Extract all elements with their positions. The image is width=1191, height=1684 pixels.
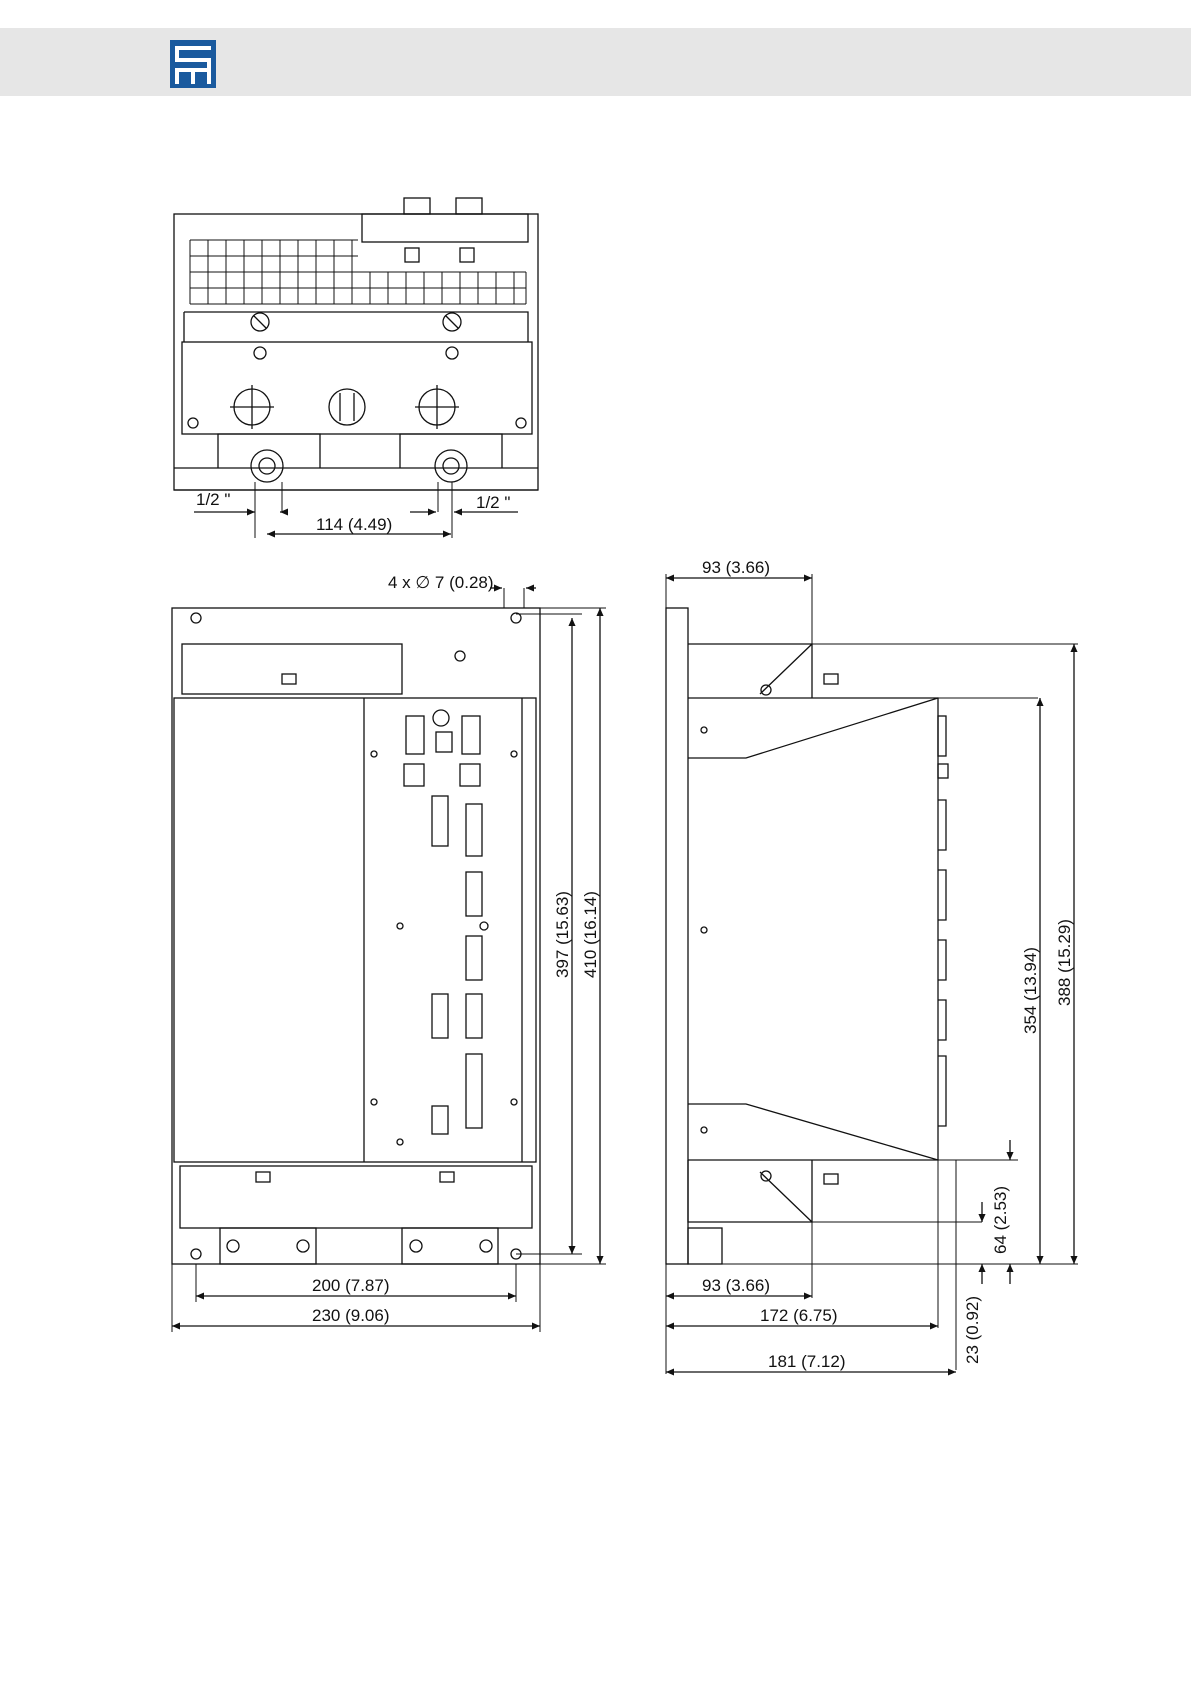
side-depth-total: 181 (7.12) (768, 1352, 846, 1371)
top-label-right: 1/2 " (476, 493, 510, 512)
holes-label: 4 x ∅ 7 (0.28) (388, 573, 494, 592)
front-height-outer: 410 (16.14) (581, 891, 600, 978)
side-depth-bottom: 93 (3.66) (702, 1276, 770, 1295)
top-label-left: 1/2 " (196, 490, 230, 509)
front-height-inner: 397 (15.63) (553, 891, 572, 978)
side-depth-top: 93 (3.66) (702, 558, 770, 577)
front-view (172, 588, 606, 1332)
side-view (666, 574, 1078, 1374)
side-height-total: 388 (15.29) (1055, 919, 1074, 1006)
top-view (174, 198, 538, 538)
top-spacing-label: 114 (4.49) (316, 515, 392, 534)
side-offset-bottom: 64 (2.53) (991, 1186, 1010, 1254)
front-width-outer: 230 (9.06) (312, 1306, 390, 1325)
side-height-body: 354 (13.94) (1021, 947, 1040, 1034)
side-offset-small: 23 (0.92) (963, 1296, 982, 1364)
side-depth-mid: 172 (6.75) (760, 1306, 838, 1325)
front-width-inner: 200 (7.87) (312, 1276, 390, 1295)
